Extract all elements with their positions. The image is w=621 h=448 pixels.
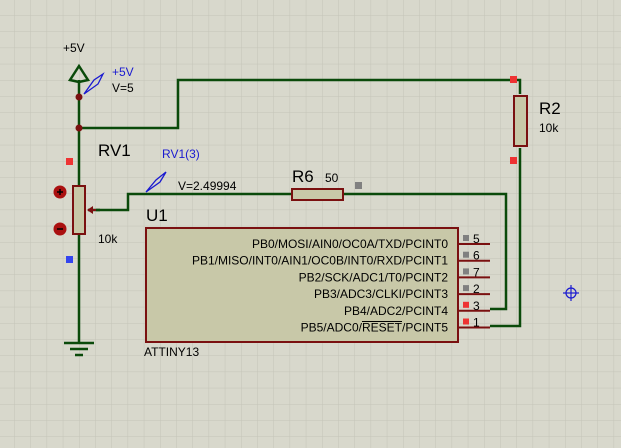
pin-marker-red [510, 157, 517, 164]
u1-pin-name: PB4/ADC2/PCINT4 [344, 304, 448, 318]
r2-ref: R2 [539, 99, 561, 118]
pin-marker-gray [355, 182, 362, 189]
u1-pin-number: 5 [473, 232, 480, 246]
pin-marker [463, 318, 469, 325]
u1-pin-list: PB0/MOSI/AIN0/OC0A/TXD/PCINT0 5PB1/MISO/I… [192, 232, 490, 335]
pin-marker-blue [66, 256, 73, 263]
u1-pin-number: 6 [473, 249, 480, 263]
u1-pin-name: PB1/MISO/INT0/AIN1/OC0B/INT0/RXD/PCINT1 [192, 254, 448, 268]
voltage-probe-icon[interactable] [145, 171, 167, 193]
power-terminal-icon[interactable] [67, 63, 91, 84]
voltage-probe-icon[interactable] [83, 72, 105, 95]
rv1-value: 10k [98, 232, 118, 246]
probe-5v-value: V=5 [112, 81, 134, 95]
u1-pin-number: 2 [473, 282, 480, 296]
wire-rv1-wiper[interactable] [88, 192, 292, 212]
u1-pin-number: 1 [473, 316, 480, 330]
r2-resistor[interactable] [513, 95, 528, 147]
wire-5v-r2[interactable] [79, 78, 522, 130]
u1-pin-number: 3 [473, 299, 480, 313]
power-label: +5V [63, 41, 85, 55]
rv1-decrement-button[interactable] [53, 222, 67, 236]
r6-resistor[interactable] [291, 188, 344, 201]
wire-r6-pb4[interactable] [343, 192, 508, 311]
pin-marker [463, 285, 469, 292]
u1-ref: U1 [146, 206, 168, 225]
u1-pin-name: PB0/MOSI/AIN0/OC0A/TXD/PCINT0 [252, 237, 448, 251]
rv1-increment-button[interactable] [53, 185, 67, 199]
pin-marker-red [510, 76, 517, 83]
wire-r2-pb5[interactable] [490, 148, 522, 328]
wires [77, 78, 522, 343]
pin-marker [463, 301, 469, 308]
u1-part: ATTINY13 [144, 345, 199, 359]
rv1-potentiometer[interactable] [72, 185, 100, 235]
u1-pin-name: PB3/ADC3/CLKI/PCINT3 [314, 287, 448, 301]
r6-value: 50 [325, 171, 339, 185]
crosshair-cursor-icon [563, 285, 579, 301]
probe-rv1-label: RV1(3) [162, 147, 200, 161]
pin-marker-red [66, 158, 73, 165]
rv1-ref: RV1 [98, 141, 131, 160]
u1-chip[interactable] [145, 227, 459, 343]
r6-ref: R6 [292, 167, 314, 186]
pin-marker [463, 235, 469, 241]
junction-dot [75, 124, 83, 132]
probe-rv1-value: V=2.49994 [178, 179, 237, 193]
pin-marker [463, 251, 469, 258]
ground-icon [64, 341, 94, 357]
pin-marker [463, 268, 469, 275]
u1-pin-name: PB5/ADC0/RESET/PCINT5 [301, 321, 449, 335]
r2-value: 10k [539, 121, 559, 135]
u1-pin-number: 7 [473, 265, 480, 279]
junction-dot [75, 93, 83, 101]
u1-pin-name: PB2/SCK/ADC1/T0/PCINT2 [299, 270, 449, 284]
probe-5v-label: +5V [112, 65, 134, 79]
